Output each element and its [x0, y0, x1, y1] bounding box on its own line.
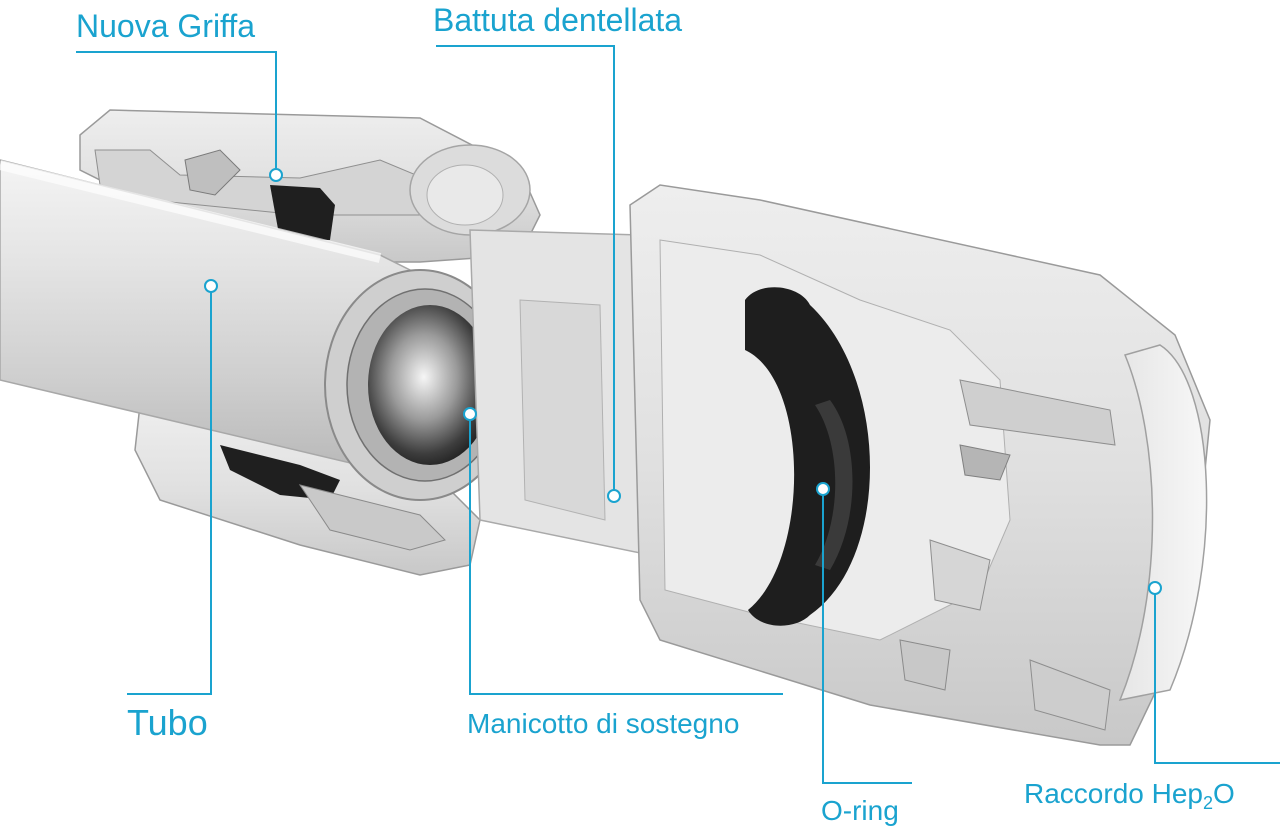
label-raccordo-main: Raccordo Hep [1024, 778, 1203, 809]
left-fitting-body [79, 109, 541, 263]
leader-raccordo [1154, 592, 1280, 764]
leader-oring [822, 493, 912, 784]
leader-tubo [127, 290, 212, 695]
marker-raccordo [1148, 581, 1162, 595]
leader-manicotto [469, 418, 783, 695]
label-raccordo: Raccordo Hep2O [1024, 778, 1235, 813]
marker-nuova-griffa [269, 168, 283, 182]
marker-tubo [204, 279, 218, 293]
pipe-tubo [0, 159, 516, 501]
left-fitting-lower-body [134, 404, 481, 576]
label-raccordo-end: O [1213, 778, 1235, 809]
label-raccordo-subscript: 2 [1202, 793, 1213, 813]
label-battuta-dentellata: Battuta dentellata [433, 2, 683, 38]
leader-nuova-griffa [76, 51, 277, 172]
label-oring: O-ring [821, 795, 899, 826]
marker-battuta-dentellata [607, 489, 621, 503]
o-ring [745, 287, 870, 626]
right-fitting-body [629, 184, 1211, 746]
leader-lines [76, 45, 1280, 784]
marker-manicotto [463, 407, 477, 421]
marker-oring [816, 482, 830, 496]
leader-battuta-dentellata [436, 45, 615, 492]
label-manicotto: Manicotto di sostegno [467, 708, 740, 739]
label-nuova-griffa: Nuova Griffa [76, 8, 256, 44]
label-tubo: Tubo [127, 702, 208, 743]
